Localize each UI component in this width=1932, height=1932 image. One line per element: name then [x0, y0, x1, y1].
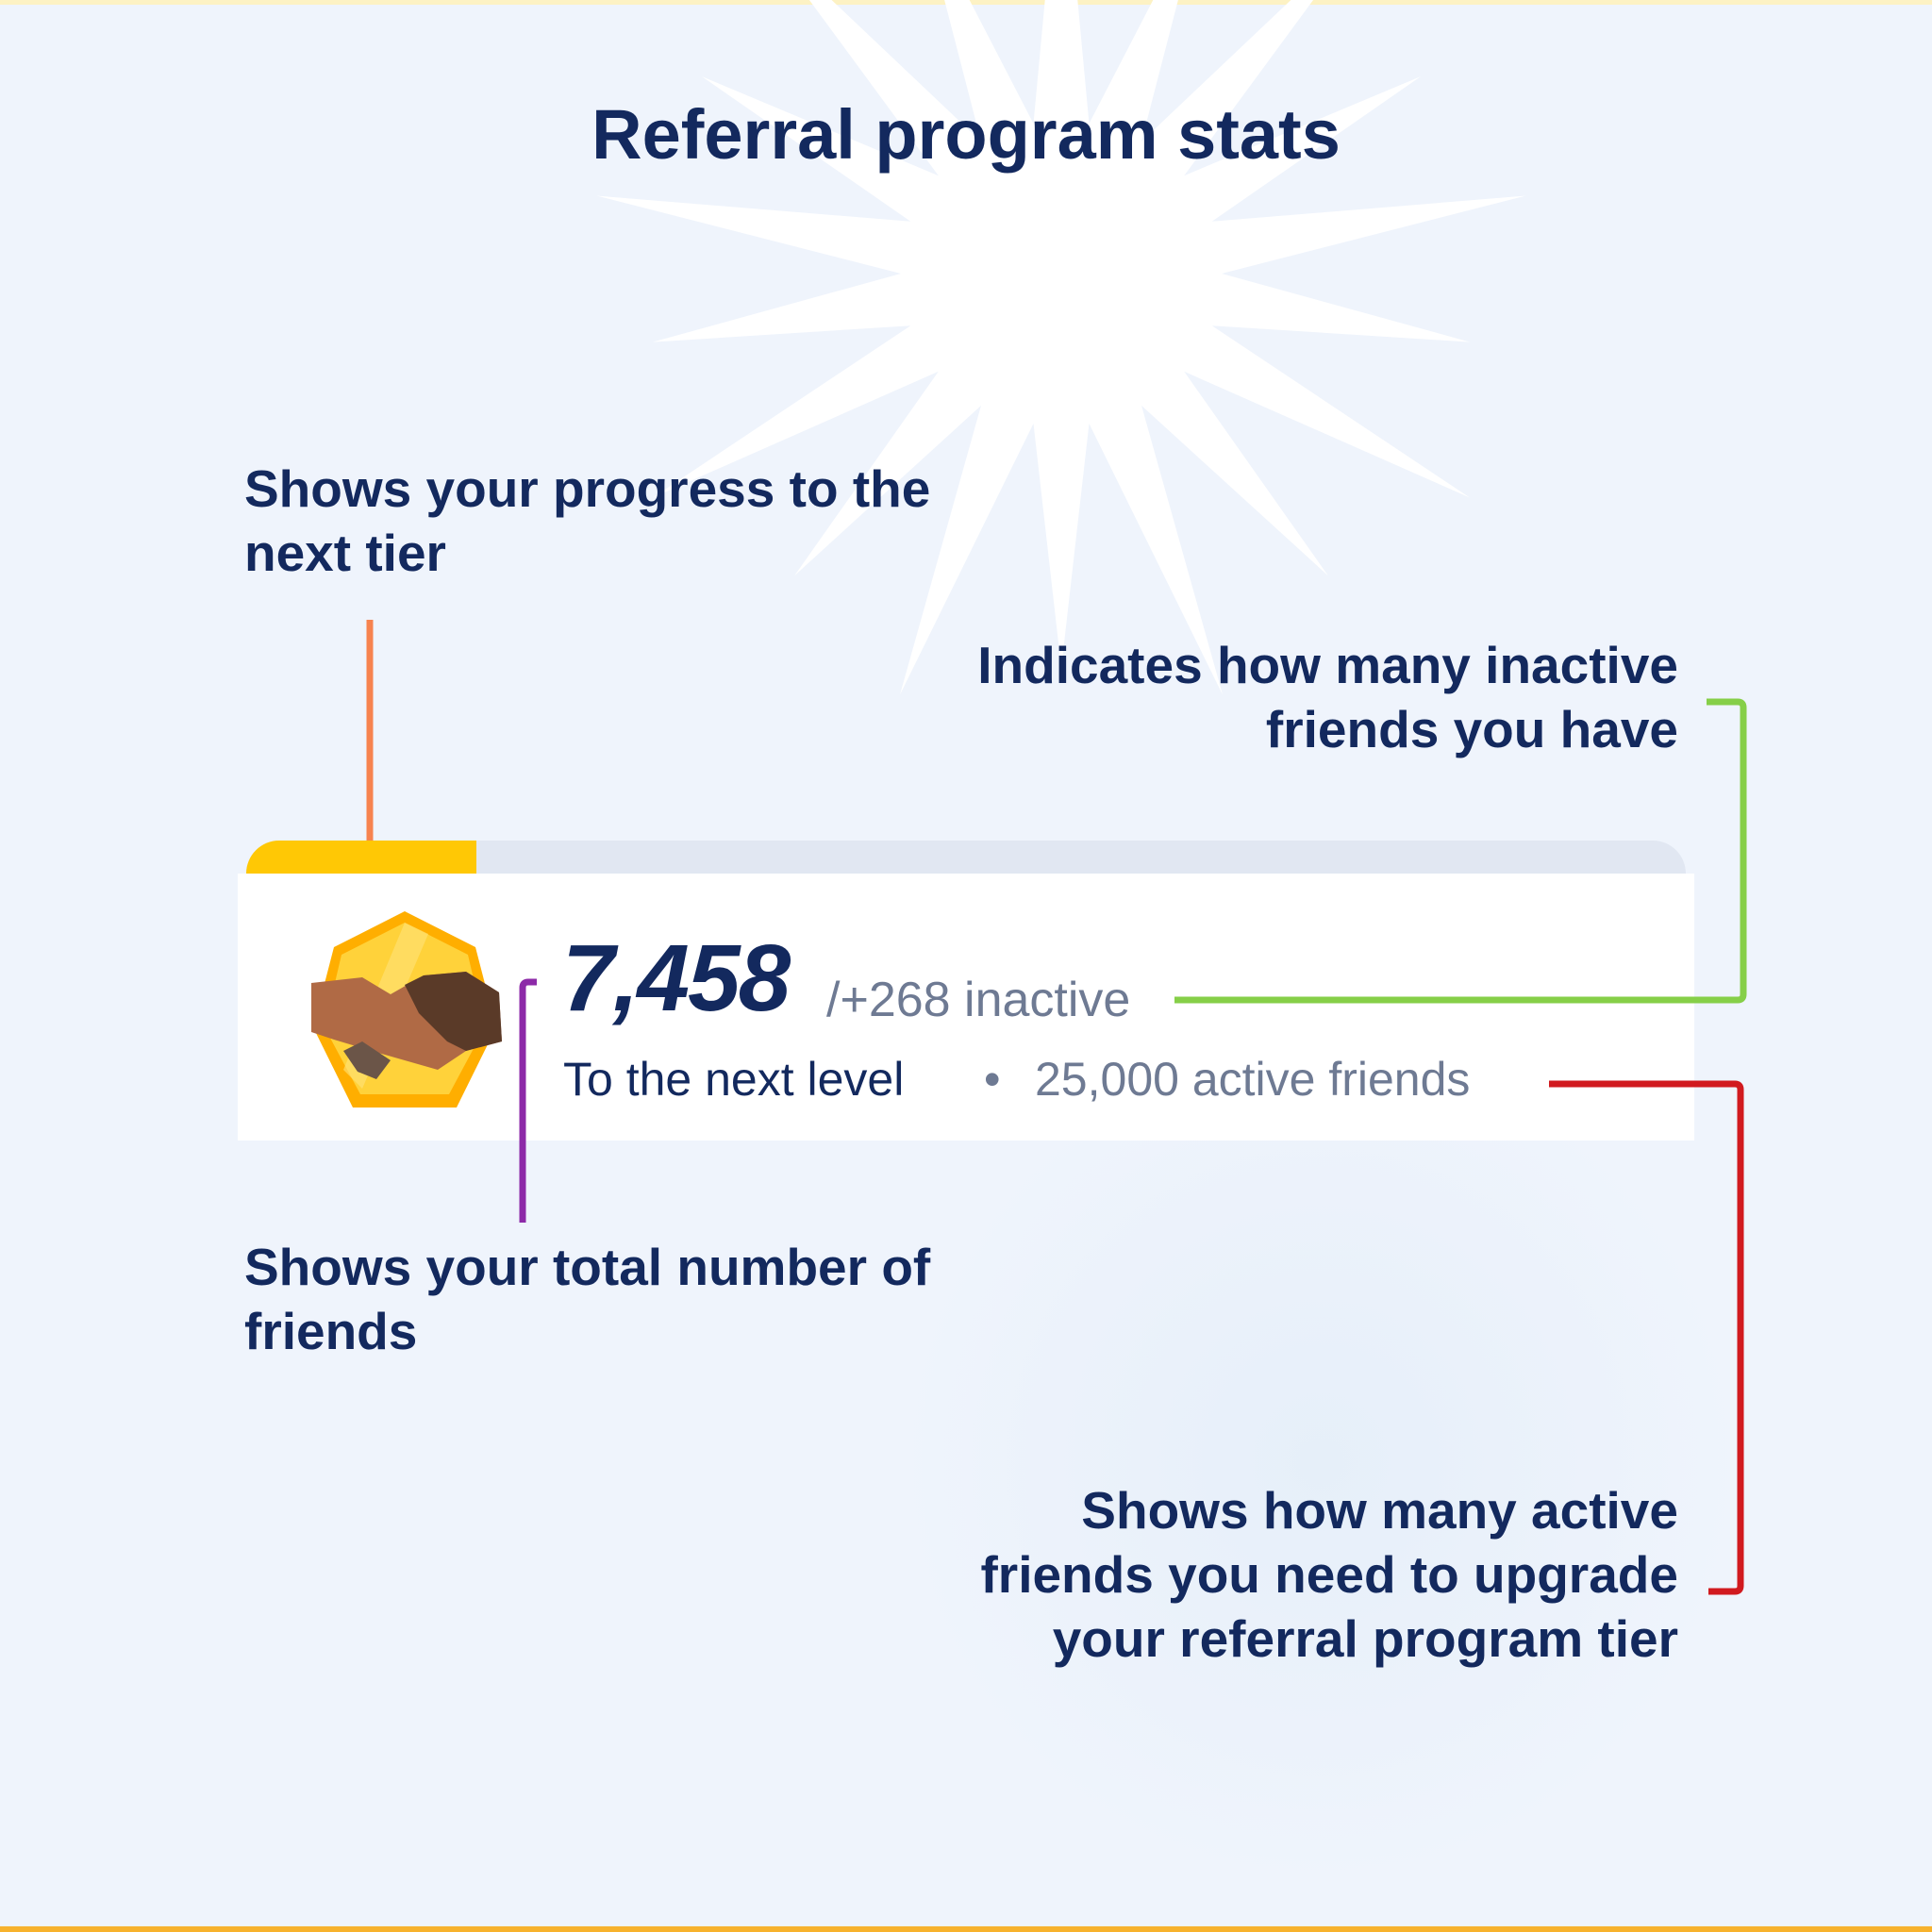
total-connector-line	[519, 978, 537, 1223]
annotation-active: Shows how many active friends you need t…	[980, 1478, 1678, 1671]
annotation-line: your referral program tier	[1052, 1609, 1678, 1668]
inactive-connector-line	[1174, 698, 1747, 1004]
annotation-line: Shows your total number of	[244, 1238, 931, 1296]
starburst-shape	[596, 0, 1526, 695]
progress-fill	[246, 841, 477, 874]
active-friends-needed: 25,000 active friends	[1035, 1053, 1471, 1106]
annotation-progress: Shows your progress to the next tier	[244, 457, 930, 585]
bottom-border	[0, 1926, 1932, 1932]
handshake-icon	[311, 911, 502, 1108]
annotation-line: Indicates how many inactive	[977, 636, 1678, 694]
annotation-line: Shows how many active	[1081, 1481, 1678, 1540]
annotation-line: next tier	[244, 524, 446, 582]
active-connector-line	[1549, 1080, 1744, 1595]
progress-bar	[246, 841, 1686, 874]
annotation-inactive: Indicates how many inactive friends you …	[977, 633, 1678, 761]
annotation-line: friends you have	[1265, 700, 1678, 758]
background-glow	[896, 1038, 1745, 1887]
inactive-friends-count: /+268 inactive	[826, 973, 1131, 1027]
starburst-decoration	[596, 0, 1526, 695]
total-friends-count: 7,458	[562, 925, 791, 1031]
separator-dot: •	[984, 1053, 1001, 1106]
page-title: Referral program stats	[591, 95, 1341, 174]
annotation-line: friends you need to upgrade	[980, 1545, 1678, 1604]
annotation-total: Shows your total number of friends	[244, 1235, 930, 1363]
annotation-line: friends	[244, 1302, 418, 1360]
annotation-line: Shows your progress to the	[244, 459, 931, 518]
next-level-label: To the next level	[563, 1053, 905, 1106]
